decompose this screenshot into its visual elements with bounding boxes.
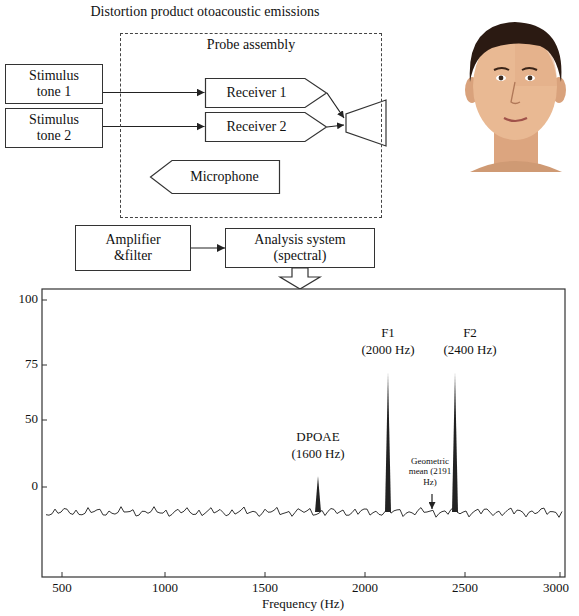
stimulus-box: Stimulus tone 1 (5, 64, 103, 104)
signal-connector (191, 247, 225, 248)
y-tick-label: 75 (25, 357, 38, 372)
receiver-arrow: Receiver 1 (205, 78, 327, 108)
peak-label: (1600 Hz) (291, 447, 344, 462)
node-text: Microphone (190, 169, 258, 185)
arrow-outline-shape (205, 78, 326, 107)
probe-assembly: Probe assemblyReceiver 1 Receiver 2 Microp… (120, 33, 382, 218)
microphone-arrow: Microphone (150, 160, 280, 194)
f2-peak (452, 372, 458, 512)
node-text: Receiver 1 (226, 85, 286, 101)
peak-label: Geometric mean (2191 Hz) (402, 456, 458, 487)
node-text: Amplifier &filter (98, 232, 168, 264)
output-arrow (280, 268, 320, 289)
node-text: Receiver 2 (226, 119, 286, 135)
dpoae-peak (315, 476, 321, 512)
peak-label: (2000 Hz) (361, 343, 414, 358)
x-tick-label: 1500 (252, 581, 278, 596)
signal-connector (103, 126, 205, 127)
receiver-arrow: Receiver 2 (205, 112, 327, 142)
spectrum-chart (42, 289, 565, 577)
peak-label: (2400 Hz) (443, 343, 496, 358)
probe-earpiece (327, 93, 386, 146)
y-tick-label: 100 (19, 292, 39, 307)
x-tick-label: 1000 (152, 581, 178, 596)
peak-label: DPOAE (296, 430, 339, 445)
x-tick-label: 500 (52, 581, 72, 596)
mean-pointer (431, 494, 432, 509)
arrow-outline-shape (205, 112, 326, 141)
peak-label: F1 (381, 326, 395, 341)
peak-label: F2 (463, 326, 477, 341)
amplifier-box: Amplifier &filter (75, 225, 191, 271)
x-tick-label: 2500 (452, 581, 478, 596)
face-illustration (465, 22, 566, 172)
x-tick-label: 2000 (352, 581, 378, 596)
signal-connector (103, 92, 205, 93)
noise-floor (46, 507, 562, 518)
y-tick-label: 50 (25, 412, 38, 427)
node-text: Probe assembly (207, 37, 295, 52)
node-text: Stimulus tone 1 (20, 68, 88, 100)
diagram-title: Distortion product otoacoustic emissions (0, 4, 410, 20)
y-tick-label: 0 (32, 479, 39, 494)
axis-title: Frequency (Hz) (262, 597, 344, 612)
node-text: Analysis system (spectral) (244, 232, 356, 264)
arrow-outline-shape (150, 160, 279, 193)
f1-peak (385, 372, 391, 512)
node-text: Stimulus tone 2 (20, 112, 88, 144)
x-tick-label: 3000 (543, 581, 569, 596)
analysis-box: Analysis system (spectral) (225, 228, 375, 268)
stimulus-box: Stimulus tone 2 (5, 108, 103, 148)
